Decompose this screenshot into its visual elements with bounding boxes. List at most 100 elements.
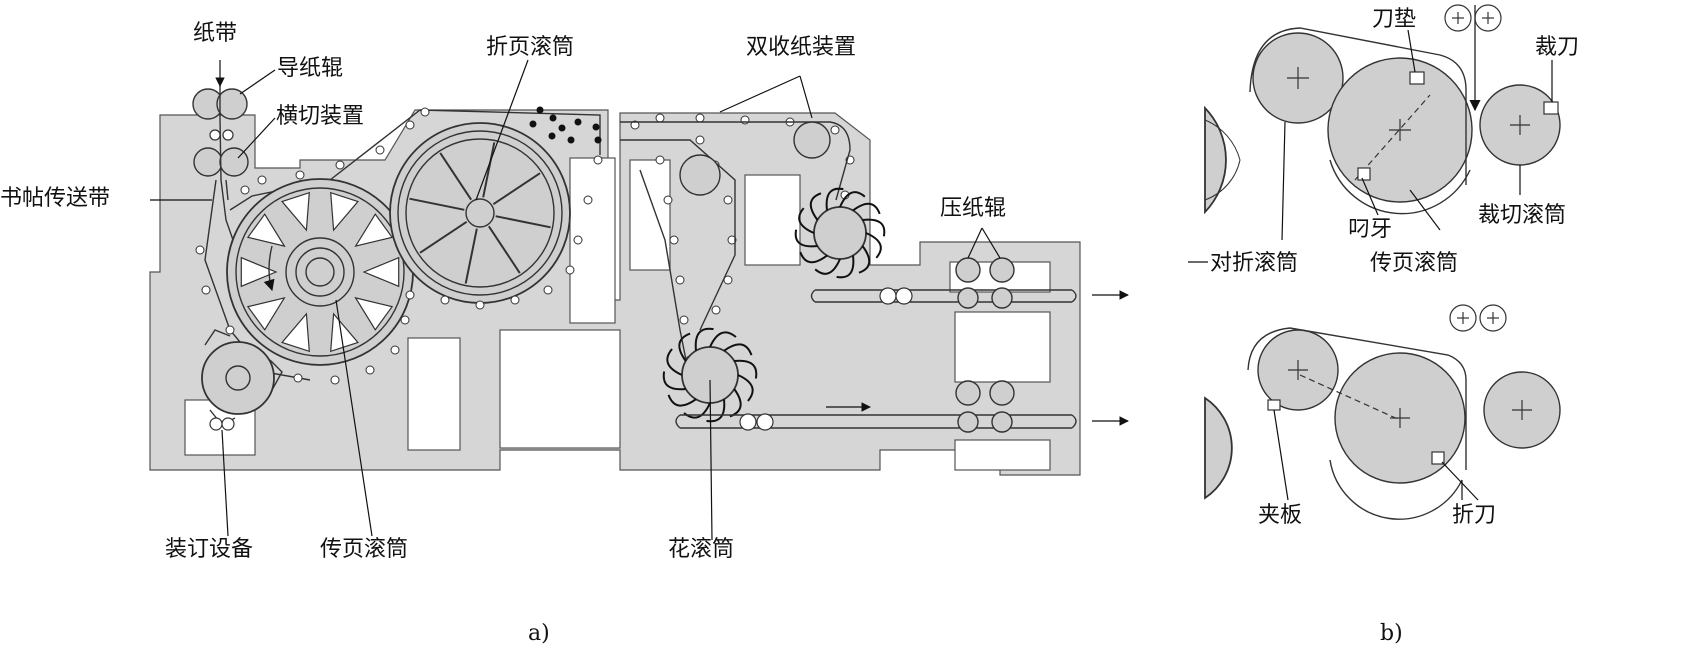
fan-blade: [799, 251, 828, 264]
leader-double-delivery: [799, 75, 813, 119]
fold-line: [1299, 374, 1401, 421]
spoke: [439, 152, 472, 201]
leader-double-delivery: [719, 75, 801, 113]
label-cutting-knife: 裁刀: [1535, 35, 1579, 60]
guide-dot: [405, 290, 415, 300]
label-pressure-roller: 压纸辊: [940, 196, 1006, 221]
pocket: [330, 312, 359, 353]
fan-blade: [667, 394, 697, 407]
label-double-delivery: 双收纸装置: [746, 35, 856, 60]
fan-blade: [825, 187, 844, 211]
spoke: [488, 225, 521, 274]
guide-arc: [1329, 459, 1463, 520]
pressure-roller: [989, 380, 1015, 406]
leader-pressure-roller: [967, 227, 983, 259]
paper-web-path: [219, 84, 241, 261]
fan-wheel-upper: [813, 206, 867, 260]
leader-guide-roller: [239, 69, 276, 95]
transfer-cylinder: [226, 178, 414, 366]
fan-blade: [809, 192, 822, 221]
pressure-roller: [957, 287, 979, 309]
rotation-arrow: [263, 245, 275, 292]
cutter-roller: [193, 147, 223, 177]
leader-knife-pad: [1407, 29, 1416, 73]
label-folding-blade: 折刀: [1452, 503, 1496, 528]
guide-dot: [727, 235, 737, 245]
knife-pad: [1409, 71, 1425, 85]
spoke: [419, 221, 468, 254]
leader-binding-device: [221, 429, 229, 537]
fan-blade: [737, 374, 754, 402]
machine-frame: [149, 109, 1081, 476]
delivery-belt-left: [639, 169, 691, 381]
guide-dot: [565, 265, 575, 275]
guide-dot: [655, 155, 665, 165]
guide-dot: [655, 113, 665, 123]
pressure-roller: [991, 287, 1013, 309]
fan-blade: [666, 348, 683, 376]
guide-dot: [583, 195, 593, 205]
leader-pressure-roller: [981, 227, 1001, 259]
frame-cutout: [954, 311, 1051, 383]
guide-roller: [216, 88, 248, 120]
label-clamp-plate: 夹板: [1258, 503, 1302, 528]
leader-folding-blade: [1441, 461, 1479, 501]
label-folding-cylinder: 折页滚筒: [486, 35, 574, 60]
panel-b-top: 刀垫 裁刀 叼牙 裁切滚筒 对折滚筒 传页滚筒: [1188, 4, 1579, 276]
guide-dot: [593, 155, 603, 165]
label-knife-pad: 刀垫: [1372, 7, 1416, 32]
label-fan-wheel: 花滚筒: [668, 537, 734, 562]
fan-blade: [709, 331, 737, 348]
guide-dot: [830, 125, 840, 135]
guide-dot: [330, 375, 340, 385]
guide-dot: [475, 300, 485, 310]
leader-gripper: [1361, 177, 1379, 216]
idler-roller: [756, 413, 774, 431]
signature-belt: [225, 109, 601, 211]
panel-a: 纸带 导纸辊 横切装置 书帖传送带 折页滚筒 双收纸装置 压纸辊 装订设备 传页…: [0, 21, 1129, 646]
leader-transfer-b: [1409, 189, 1441, 231]
guide-arc: [1329, 159, 1471, 215]
guide-dot: [630, 120, 640, 130]
frame-cutout: [569, 157, 616, 324]
pressure-roller: [955, 257, 981, 283]
pocket: [281, 191, 310, 232]
fan-blade: [798, 207, 815, 234]
guide-dot: [240, 185, 250, 195]
pressure-roller: [989, 257, 1015, 283]
idler-roller: [895, 287, 913, 305]
guide-dot: [723, 195, 733, 205]
guide-dot: [711, 305, 721, 315]
fan-blade: [706, 399, 726, 423]
leader-folding-cylinder: [475, 59, 529, 201]
cutting-knife: [1543, 101, 1559, 115]
guide-dot: [405, 120, 415, 130]
fan-blade: [678, 332, 691, 362]
spoke: [409, 197, 465, 211]
fan-wheel-blades: [662, 327, 758, 423]
folding-cylinder: [389, 122, 571, 304]
label-cutting-cylinder: 裁切滚筒: [1478, 203, 1566, 228]
spoke: [482, 142, 496, 198]
label-gripper: 叼牙: [1348, 217, 1392, 242]
pocket: [281, 312, 310, 353]
guide-dot: [201, 285, 211, 295]
cutter-roller: [209, 129, 221, 141]
fan-blade: [723, 343, 753, 356]
transfer-cylinder-pockets: [240, 191, 400, 353]
fan-blade: [839, 191, 866, 208]
fan-blade: [734, 359, 758, 379]
delivery-roller: [679, 154, 721, 196]
pocket: [246, 213, 286, 248]
guide-dot: [225, 325, 235, 335]
idler-roller: [879, 287, 897, 305]
pocket: [354, 213, 394, 248]
guide-dot: [365, 365, 375, 375]
frame-cutout: [407, 337, 461, 451]
delivery-belt-mid: [620, 139, 736, 331]
pocket: [362, 256, 400, 288]
fold-line: [1354, 94, 1431, 181]
pressure-roller: [955, 380, 981, 406]
idler-roller: [739, 413, 757, 431]
